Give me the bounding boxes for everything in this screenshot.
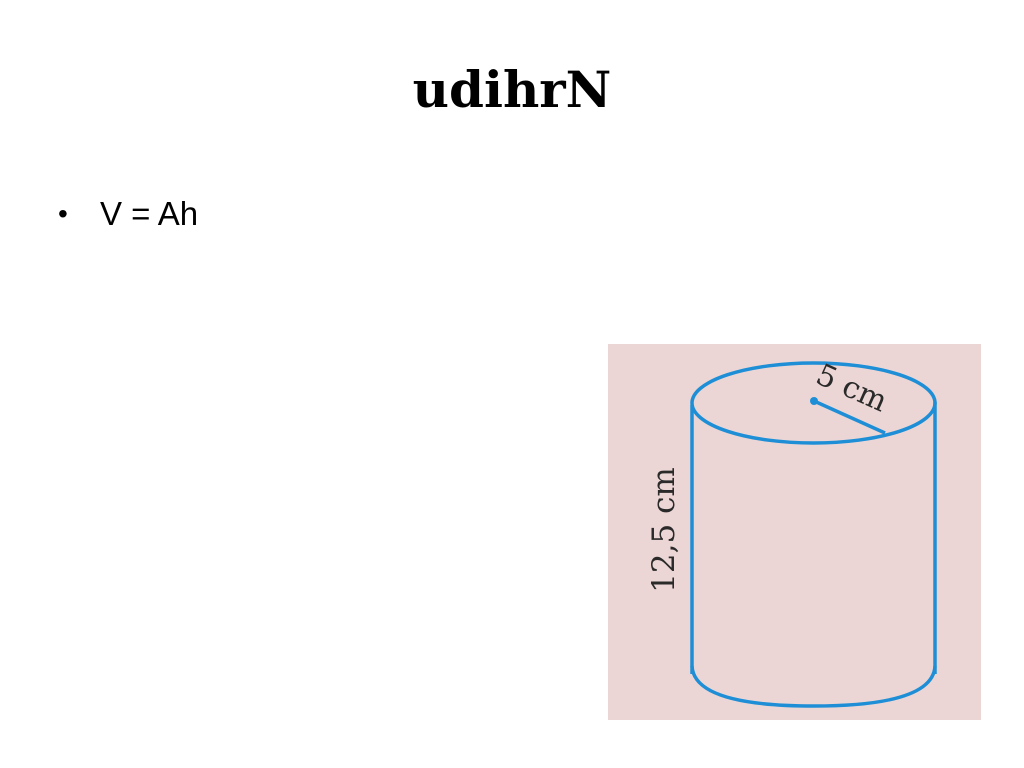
cylinder-diagram: 5 cm 12,5 cm xyxy=(608,344,981,720)
cylinder-top-ellipse xyxy=(690,361,937,445)
slide-title: udihrN xyxy=(412,60,612,119)
bullet-marker: • xyxy=(58,198,68,229)
bullet-list: • V = Ah xyxy=(58,192,198,236)
bullet-item: • V = Ah xyxy=(58,192,198,236)
center-dot xyxy=(810,397,818,405)
cylinder-figure: 5 cm 12,5 cm xyxy=(608,344,981,720)
radius-line xyxy=(813,399,886,435)
bullet-text: V = Ah xyxy=(100,195,199,232)
height-label: 12,5 cm xyxy=(646,467,682,593)
cylinder-bottom-arc xyxy=(690,665,937,708)
figure-background xyxy=(608,344,981,720)
